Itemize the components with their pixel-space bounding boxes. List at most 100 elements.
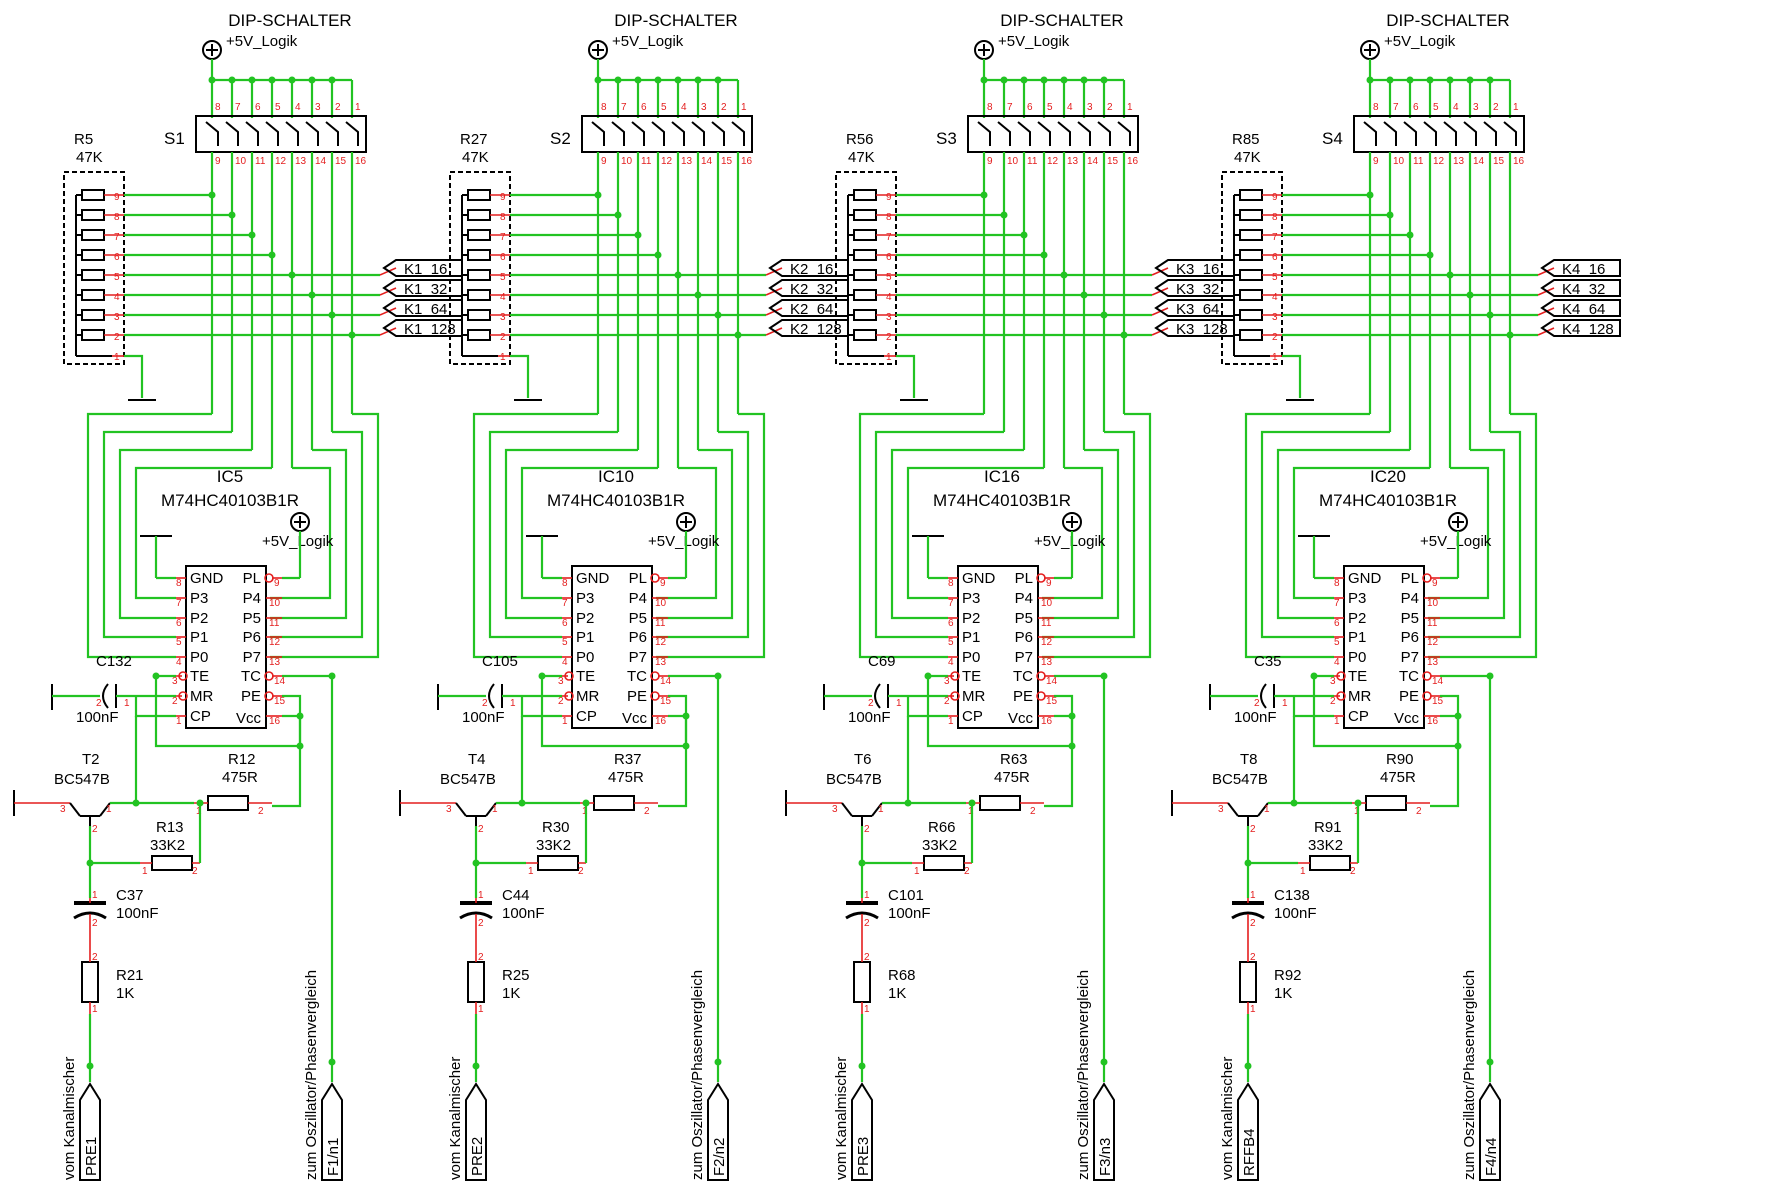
- pin-label: 3: [701, 102, 707, 113]
- pin-label: 1: [114, 352, 120, 363]
- pin-label: 1: [1250, 1004, 1256, 1015]
- pin-label: PL: [243, 570, 261, 587]
- pin-label: 12: [655, 637, 667, 648]
- output-port-label: F3/n3: [1097, 1138, 1114, 1176]
- pin-label: 5: [948, 637, 954, 648]
- pin-label: 3: [886, 312, 892, 323]
- pin-label: 2: [558, 696, 564, 707]
- cp-capacitor-designator: C69: [868, 653, 896, 670]
- pin-label: 11: [1027, 156, 1038, 167]
- feedback-resistor-value: 33K2: [150, 837, 185, 854]
- collector-resistor-value: 475R: [222, 769, 258, 786]
- pin-label: 2: [478, 918, 484, 929]
- input-resistor-value: 1K: [502, 985, 520, 1002]
- pin-label: 3: [944, 676, 950, 687]
- pin-label: P1: [576, 629, 594, 646]
- pin-label: 6: [1413, 102, 1419, 113]
- feedback-resistor-designator: R66: [928, 819, 956, 836]
- pin-label: 9: [987, 156, 993, 167]
- pin-label: 1: [500, 352, 506, 363]
- output-port-icon: [707, 1082, 729, 1181]
- cp-capacitor-designator: C105: [482, 653, 518, 670]
- pin-label: MR: [190, 688, 213, 705]
- output-port-label: F2/n2: [711, 1138, 728, 1176]
- power-symbol-icon: [202, 40, 222, 60]
- pin-label: P5: [243, 610, 261, 627]
- pin-label: 7: [176, 598, 182, 609]
- pin-label: 4: [948, 657, 954, 668]
- pin-label: 13: [1041, 657, 1053, 668]
- pin-label: 13: [295, 156, 307, 167]
- pin-label: P7: [1401, 649, 1419, 666]
- pin-label: 2: [172, 696, 178, 707]
- resistor-network-value: 47K: [1234, 149, 1261, 166]
- npn-transistor-icon: [1227, 802, 1269, 826]
- pin-label: 7: [1272, 232, 1278, 243]
- pin-label: 2: [478, 824, 484, 835]
- pin-label: P0: [1348, 649, 1366, 666]
- pin-label: TC: [241, 668, 261, 685]
- ic-part-number: M74HC40103B1R: [1319, 491, 1457, 510]
- pin-label: 3: [500, 312, 506, 323]
- pin-label: PL: [1401, 570, 1419, 587]
- pin-label: 4: [1453, 102, 1459, 113]
- resistor-network-outline: [63, 171, 125, 365]
- resistor-network-outline: [1221, 171, 1283, 365]
- base-capacitor-value: 100nF: [888, 905, 931, 922]
- input-resistor-designator: R92: [1274, 967, 1302, 984]
- dip-switch-body: [967, 115, 1139, 153]
- pin-label: 5: [275, 102, 281, 113]
- pin-label: 5: [1433, 102, 1439, 113]
- pin-label: 2: [1350, 866, 1356, 877]
- pin-label: 3: [315, 102, 321, 113]
- base-capacitor-designator: C37: [116, 887, 144, 904]
- pin-label: GND: [190, 570, 224, 587]
- pin-label: 16: [741, 156, 753, 167]
- pin-label: 1: [1272, 352, 1278, 363]
- pin-label: 7: [1007, 102, 1013, 113]
- input-resistor-value: 1K: [888, 985, 906, 1002]
- output-label: K4_32: [1562, 281, 1605, 298]
- pin-label: 1: [510, 698, 516, 709]
- pin-label: 13: [1427, 657, 1439, 668]
- pin-label: 10: [1041, 598, 1053, 609]
- pin-label: 2: [96, 698, 102, 709]
- dip-switch-body: [195, 115, 367, 153]
- pin-label: 6: [176, 618, 182, 629]
- cp-capacitor-value: 100nF: [848, 709, 891, 726]
- input-resistor-icon: [467, 961, 485, 1003]
- output-label: K3_128: [1176, 321, 1228, 338]
- pin-label: 14: [1046, 676, 1058, 687]
- input-resistor-designator: R21: [116, 967, 144, 984]
- transistor-type: BC547B: [1212, 771, 1268, 788]
- feedback-resistor-icon: [151, 855, 193, 871]
- pin-label: 5: [886, 272, 892, 283]
- base-capacitor-designator: C138: [1274, 887, 1310, 904]
- output-label: K4_64: [1562, 301, 1605, 318]
- pin-label: 9: [500, 192, 506, 203]
- resistor-network-value: 47K: [76, 149, 103, 166]
- collector-resistor-designator: R90: [1386, 751, 1414, 768]
- pin-label: 2: [886, 332, 892, 343]
- pin-label: 8: [601, 102, 607, 113]
- ic-designator: IC20: [1370, 467, 1406, 486]
- power-symbol-icon: [974, 40, 994, 60]
- transistor-designator: T2: [82, 751, 100, 768]
- pin-label: 1: [106, 804, 112, 815]
- switch-designator: S2: [550, 129, 571, 148]
- transistor-designator: T6: [854, 751, 872, 768]
- pin-label: 3: [558, 676, 564, 687]
- cp-capacitor-value: 100nF: [462, 709, 505, 726]
- collector-resistor-icon: [593, 795, 635, 811]
- switch-designator: S3: [936, 129, 957, 148]
- pin-label: P4: [1015, 590, 1033, 607]
- pin-label: P5: [629, 610, 647, 627]
- pin-label: 10: [235, 156, 247, 167]
- pin-label: Vcc: [1394, 710, 1420, 727]
- pin-label: 2: [1250, 918, 1256, 929]
- pin-label: 1: [176, 716, 182, 727]
- pin-label: 8: [886, 212, 892, 223]
- pin-label: 4: [1067, 102, 1073, 113]
- ic-body: [1343, 565, 1425, 729]
- pin-label: PE: [1013, 688, 1033, 705]
